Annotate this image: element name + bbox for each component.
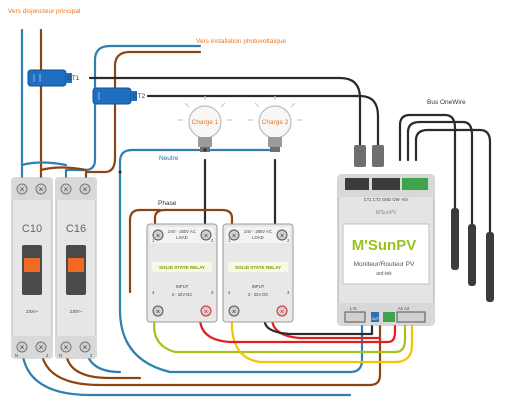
ct2-clamp [92, 87, 137, 105]
wire-onewire-3 [414, 128, 492, 234]
label-neutre: Neutre [159, 155, 179, 162]
temperature-probes [451, 208, 494, 302]
breaker-c16: × × C16 230V~ × × N 2 [55, 177, 97, 359]
label-onewire: Bus OneWire [427, 99, 466, 106]
svg-text:3: 3 [211, 290, 214, 295]
svg-text:2: 2 [46, 353, 49, 358]
wire-green [153, 316, 407, 354]
svg-text:24V - 250V AC: 24V - 250V AC [168, 229, 196, 234]
svg-text:×: × [64, 343, 69, 352]
wire-ct1 [88, 76, 362, 152]
svg-text:2: 2 [90, 353, 93, 358]
svg-text:LOAD: LOAD [252, 235, 263, 240]
svg-text:1: 1 [228, 238, 231, 243]
wire-bottom-neutral [20, 348, 352, 397]
module-out-label: OUT [371, 317, 379, 321]
wire-phase-relays [153, 208, 234, 234]
svg-text:LOAD: LOAD [176, 235, 187, 240]
svg-text:×: × [280, 233, 284, 240]
svg-text:24V - 280V AC: 24V - 280V AC [244, 229, 272, 234]
wire-bottom-phase [39, 318, 382, 387]
wire-pv-neutral [64, 44, 202, 184]
svg-text:×: × [64, 185, 69, 194]
module-subtitle: Moniteur/Routeur PV [354, 261, 415, 268]
svg-text:×: × [156, 309, 160, 316]
module-ln-label: L N [350, 306, 356, 311]
label-disjoncteur: Vers disjoncteur principal [8, 8, 81, 15]
lamp-charge1: Charge 1 [178, 96, 232, 152]
breaker-c10: × × C10 230V~ × × N 2 [11, 177, 53, 359]
wire-pv-phase [84, 50, 202, 184]
svg-text:1: 1 [152, 238, 155, 243]
label-pv: Vers installation photovoltaïque [196, 38, 286, 45]
svg-text:×: × [20, 185, 25, 194]
module-top-terminals: CT1 CT2 GND OW +5V [364, 197, 409, 202]
module-side-label: M'SunPV [376, 210, 397, 216]
svg-text:×: × [83, 343, 88, 352]
charge1-label: Charge 1 [192, 119, 219, 126]
relay-1: × × 1 2 24V - 250V AC LOAD SOLID STATE R… [146, 223, 218, 323]
msunpv-module: CT1 CT2 GND OW +5V M'SunPV M'SunPV Monit… [337, 145, 435, 326]
breaker-c10-spec: 230V~ [26, 309, 39, 314]
relay-2-title: SOLID STATE RELAY [235, 265, 281, 270]
svg-text:N: N [59, 353, 62, 358]
ct1-clamp [27, 69, 72, 87]
wire-phase-link [39, 166, 88, 172]
svg-text:3 - 32V DC: 3 - 32V DC [248, 292, 269, 297]
svg-text:×: × [232, 309, 236, 316]
svg-text:×: × [20, 343, 25, 352]
wire-ct2 [146, 94, 380, 152]
svg-text:×: × [232, 233, 236, 240]
module-maker: ard-tek [376, 271, 392, 277]
svg-text:4: 4 [152, 290, 155, 295]
breaker-c16-spec: 230V~ [70, 309, 83, 314]
wire-neutre-module [118, 170, 364, 374]
svg-text:×: × [83, 185, 88, 194]
svg-text:4: 4 [228, 290, 231, 295]
ct2-label: CT2 [133, 93, 146, 100]
relay-1-title: SOLID STATE RELAY [159, 265, 205, 270]
wire-red-1 [198, 316, 397, 344]
wire-phase-to-relay [128, 208, 162, 294]
breaker-c16-rating: C16 [66, 223, 86, 235]
svg-text:N: N [15, 353, 18, 358]
wire-neutral-link [20, 161, 68, 167]
svg-text:INPUT: INPUT [252, 284, 265, 289]
svg-text:×: × [39, 343, 44, 352]
svg-text:2: 2 [211, 238, 214, 243]
svg-text:×: × [204, 309, 208, 316]
svg-text:×: × [39, 185, 44, 194]
svg-text:2: 2 [287, 238, 290, 243]
ct1-label: CT1 [67, 75, 80, 82]
module-brand: M'SunPV [352, 237, 416, 254]
svg-text:3 - 32V DC: 3 - 32V DC [172, 292, 193, 297]
relay-2: × × 1 2 24V - 280V AC LOAD SOLID STATE R… [222, 223, 294, 323]
charge2-label: Charge 2 [262, 119, 289, 126]
breaker-c10-rating: C10 [22, 223, 42, 235]
wire-neutre-bus [118, 140, 277, 174]
label-phase: Phase [158, 200, 177, 207]
module-a-label: A1 A2 [398, 306, 410, 311]
svg-text:INPUT: INPUT [176, 284, 189, 289]
svg-text:×: × [280, 309, 284, 316]
lamp-charge2: Charge 2 [248, 96, 302, 152]
svg-text:×: × [204, 233, 208, 240]
svg-text:×: × [156, 233, 160, 240]
wire-yellow [230, 316, 414, 364]
svg-text:3: 3 [287, 290, 290, 295]
